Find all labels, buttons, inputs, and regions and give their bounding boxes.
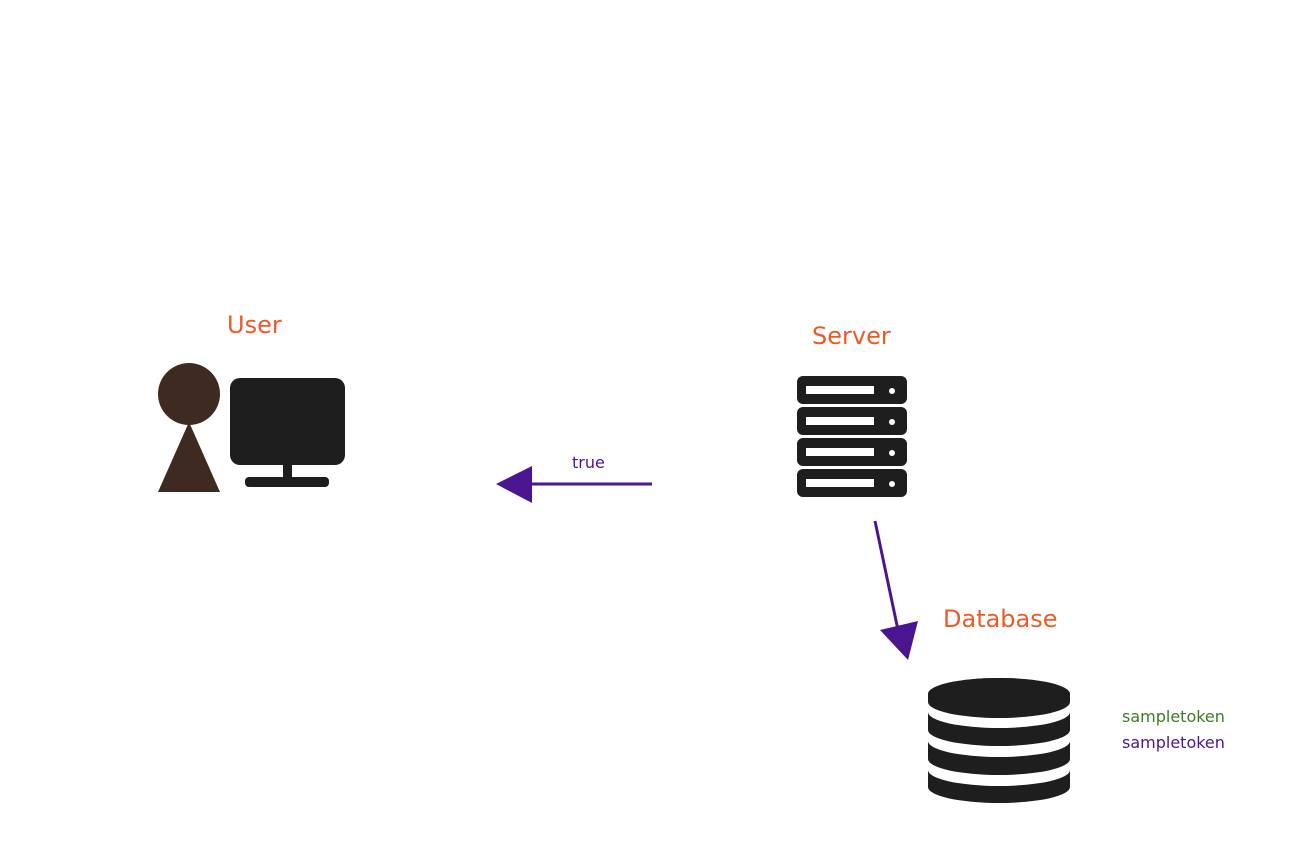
server-label: Server — [812, 322, 891, 350]
database-layer-bottom — [928, 770, 1070, 803]
server-unit-4 — [797, 469, 907, 497]
edge-server-to-user-arrowhead — [496, 466, 532, 503]
person-head-icon — [158, 363, 220, 425]
server-unit-1 — [797, 376, 907, 404]
edge-server-to-user-label: true — [572, 453, 605, 472]
user-computer-icon — [158, 363, 345, 492]
server-unit-3 — [797, 438, 907, 466]
database-layer-3 — [928, 741, 1070, 775]
monitor-base-icon — [245, 477, 329, 487]
server-unit-2 — [797, 407, 907, 435]
database-icon — [928, 678, 1070, 803]
user-label: User — [227, 311, 282, 339]
person-body-icon — [158, 422, 220, 492]
database-token-2: sampletoken — [1122, 733, 1225, 752]
monitor-stem-icon — [283, 464, 292, 480]
database-layer-2 — [928, 712, 1070, 746]
edge-server-to-user-arrow — [496, 466, 652, 503]
database-token-1: sampletoken — [1122, 707, 1225, 726]
edge-server-to-database-arrowhead — [880, 621, 918, 660]
database-label: Database — [943, 605, 1058, 633]
database-top-cap — [928, 678, 1070, 710]
edge-server-to-database-arrow — [873, 520, 918, 660]
edge-server-to-database-line — [873, 520, 900, 631]
server-rack-icon — [797, 376, 907, 497]
monitor-screen-icon — [230, 378, 345, 465]
